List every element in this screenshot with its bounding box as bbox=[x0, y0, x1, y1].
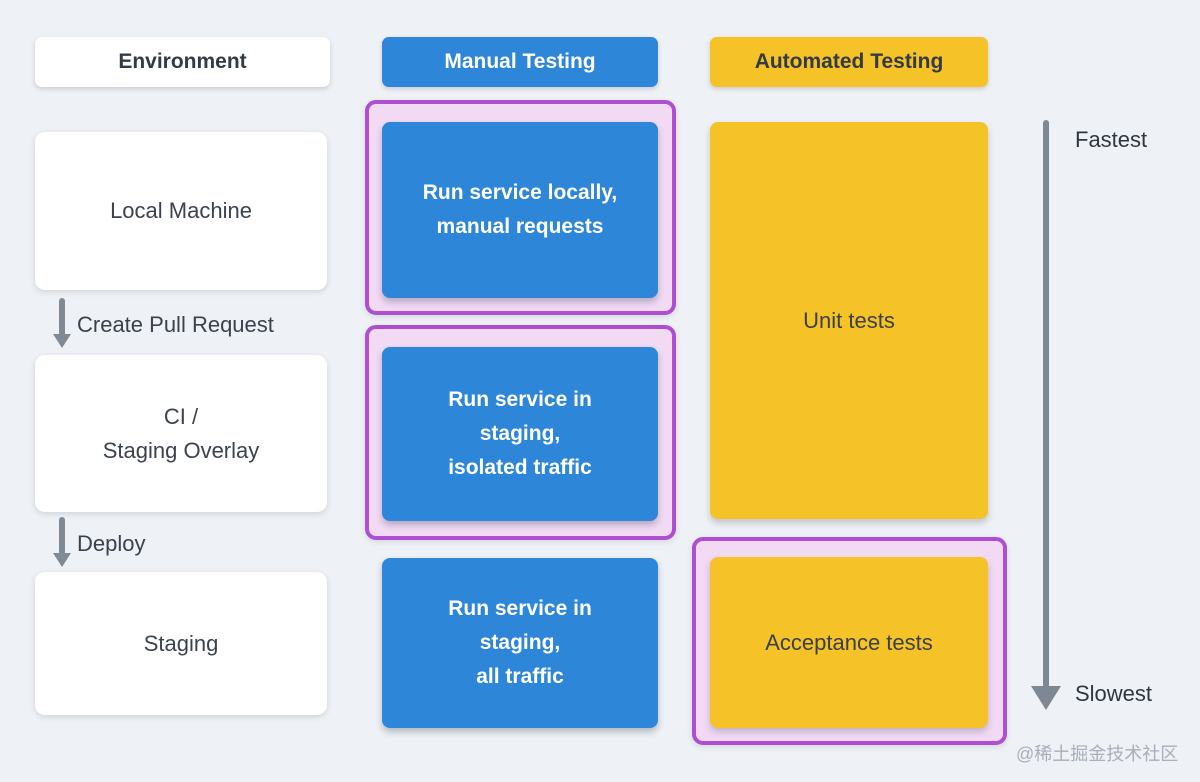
fastest-label: Fastest bbox=[1075, 127, 1148, 152]
transition-create-pull-request: Create Pull Request bbox=[53, 298, 274, 352]
transition-label: Deploy bbox=[77, 531, 146, 556]
automated-node-unit-tests: Unit tests bbox=[710, 122, 988, 519]
manual-node-run-service-staging-isolated: Run service in staging, isolated traffic bbox=[382, 347, 658, 521]
env-node-ci-staging-overlay: CI / Staging Overlay bbox=[35, 355, 327, 512]
speed-axis-line bbox=[1043, 120, 1049, 688]
automated-node-acceptance-tests: Acceptance tests bbox=[710, 557, 988, 728]
down-arrowhead-icon bbox=[1031, 686, 1061, 710]
manual-node-run-service-locally: Run service locally, manual requests bbox=[382, 122, 658, 298]
arrow-down-icon bbox=[53, 298, 71, 352]
column-header-environment: Environment bbox=[35, 37, 330, 87]
column-header-manual-testing: Manual Testing bbox=[382, 37, 658, 87]
transition-deploy: Deploy bbox=[53, 517, 145, 571]
watermark: @稀土掘金技术社区 bbox=[1016, 744, 1179, 764]
slowest-label: Slowest bbox=[1075, 681, 1153, 706]
arrow-down-icon bbox=[53, 517, 71, 571]
env-node-staging: Staging bbox=[35, 572, 327, 715]
transition-label: Create Pull Request bbox=[77, 312, 274, 337]
manual-node-run-service-staging-all: Run service in staging, all traffic bbox=[382, 558, 658, 728]
env-node-local-machine: Local Machine bbox=[35, 132, 327, 290]
column-header-automated-testing: Automated Testing bbox=[710, 37, 988, 87]
